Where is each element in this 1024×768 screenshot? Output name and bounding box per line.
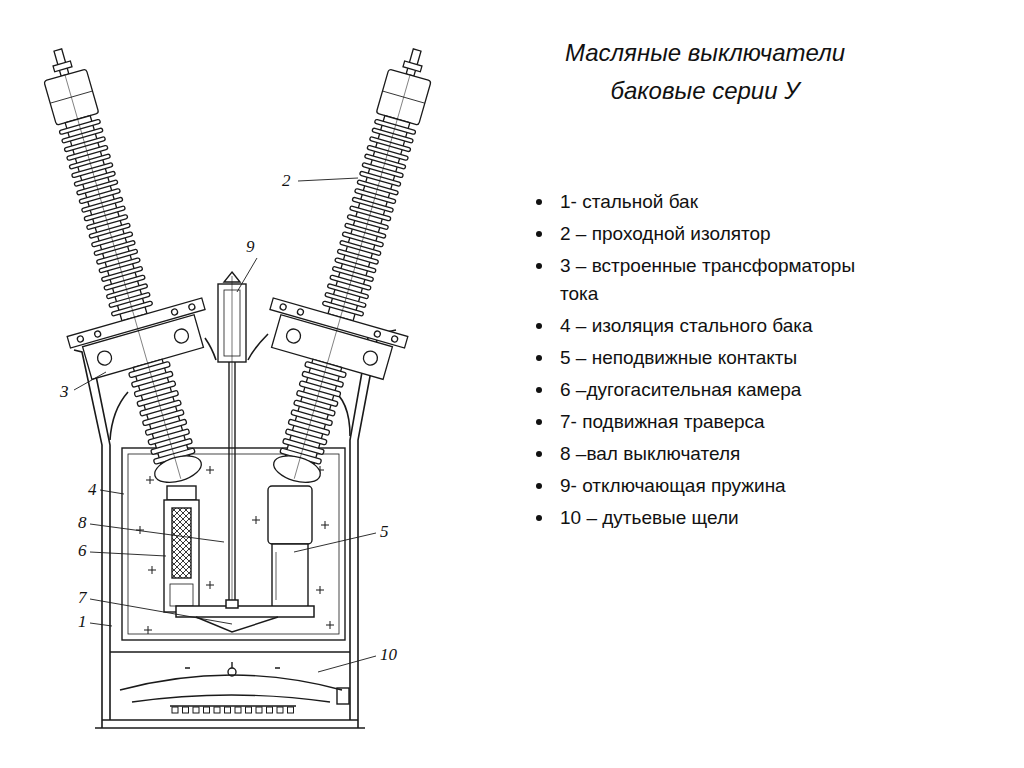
list-row: 6 –дугогасительная камера	[530, 376, 950, 404]
bullet-dot	[536, 515, 542, 521]
blast-slot	[246, 707, 252, 713]
bullet-dot	[536, 387, 542, 393]
flange-bolt	[279, 303, 286, 310]
terminal-nut	[403, 61, 422, 72]
parts-list: 1- стальной бак 2 – проходной изолятор 3 –…	[530, 188, 950, 536]
callout-number: 1	[78, 613, 87, 631]
terminal-nut	[53, 61, 72, 72]
fixed-contact	[268, 486, 312, 611]
leader-lines	[74, 178, 376, 672]
list-row: 8 –вал выключателя	[530, 440, 950, 468]
diagram-title: Масляные выключатели баковые серии У	[515, 34, 895, 110]
bushing-insulator	[226, 31, 484, 500]
part-description: 1- стальной бак	[560, 188, 890, 216]
callout-number: 8	[78, 514, 87, 532]
plus-mark	[148, 566, 156, 574]
transformer-coil	[362, 349, 379, 366]
plus-mark	[326, 621, 334, 629]
blast-slot	[183, 707, 189, 713]
arc-chamber	[164, 486, 199, 612]
bullet-dot	[536, 483, 542, 489]
blast-slot	[204, 707, 210, 713]
callout-number: 2	[282, 172, 291, 190]
flange-bolt	[171, 308, 178, 315]
list-row: 2 – проходной изолятор	[530, 220, 950, 248]
part-description: 3 – встроенные трансформаторы тока	[560, 252, 890, 308]
bullet-dot	[536, 263, 542, 269]
part-description: 8 –вал выключателя	[560, 440, 890, 468]
bullet-dot	[536, 419, 542, 425]
callout-number: 6	[78, 542, 87, 560]
plus-mark	[146, 476, 154, 484]
flange-bolt	[374, 330, 381, 337]
list-row: 7- подвижная траверса	[530, 408, 950, 436]
bullet-dot	[536, 323, 542, 329]
transformer-coil	[173, 327, 190, 344]
conductor-axis	[294, 75, 410, 479]
part-description: 7- подвижная траверса	[560, 408, 890, 436]
plus-mark	[206, 466, 214, 474]
callout-number: 7	[78, 589, 87, 607]
callout-number: 4	[88, 481, 97, 499]
part-description: 2 – проходной изолятор	[560, 220, 890, 248]
moving-traverse	[176, 600, 314, 632]
blast-slot	[172, 707, 178, 713]
transformer-coil	[285, 327, 302, 344]
spring-and-shaft	[218, 272, 246, 606]
bushing-insulator	[0, 31, 249, 500]
part-description: 5 – неподвижные контакты	[560, 344, 890, 372]
blast-slot	[267, 707, 273, 713]
blast-slots	[172, 707, 294, 713]
blast-slot	[288, 707, 294, 713]
part-description: 4 – изоляция стального бака	[560, 312, 890, 340]
tank-bottom	[110, 652, 350, 706]
plus-mark	[321, 521, 329, 529]
callout-number: 3	[60, 383, 69, 401]
plus-mark	[316, 586, 324, 594]
list-row: 1- стальной бак	[530, 188, 950, 216]
list-row: 4 – изоляция стального бака	[530, 312, 950, 340]
flange-bolt	[391, 335, 398, 342]
blast-slot	[235, 707, 241, 713]
callout-number: 5	[380, 523, 389, 541]
list-row: 9- отключающая пружина	[530, 472, 950, 500]
flange-bolt	[297, 308, 304, 315]
plus-mark	[206, 581, 214, 589]
part-description: 9- отключающая пружина	[560, 472, 890, 500]
bullet-dot	[536, 451, 542, 457]
flange-bolt	[188, 303, 195, 310]
part-description: 6 –дугогасительная камера	[560, 376, 890, 404]
plus-mark	[252, 516, 260, 524]
blast-slot	[277, 707, 283, 713]
callout-number: 9	[246, 238, 255, 256]
flange-bolt	[94, 330, 101, 337]
list-row: 3 – встроенные трансформаторы тока	[530, 252, 950, 308]
bushings	[0, 31, 484, 500]
callout-number: 10	[380, 646, 397, 664]
blast-slot	[214, 707, 220, 713]
tank-insulation	[122, 448, 345, 640]
bullet-dot	[536, 355, 542, 361]
flange-bolt	[77, 335, 84, 342]
steel-tank	[74, 330, 396, 728]
bullet-dot	[536, 231, 542, 237]
list-row: 10 – дутьевые щели	[530, 504, 950, 532]
blast-slot	[193, 707, 199, 713]
part-description: 10 – дутьевые щели	[560, 504, 890, 532]
blast-slot	[256, 707, 262, 713]
bullet-dot	[536, 199, 542, 205]
list-row: 5 – неподвижные контакты	[530, 344, 950, 372]
blast-slot	[225, 707, 231, 713]
transformer-coil	[96, 349, 113, 366]
conductor-axis	[65, 75, 181, 479]
plus-mark	[144, 626, 152, 634]
